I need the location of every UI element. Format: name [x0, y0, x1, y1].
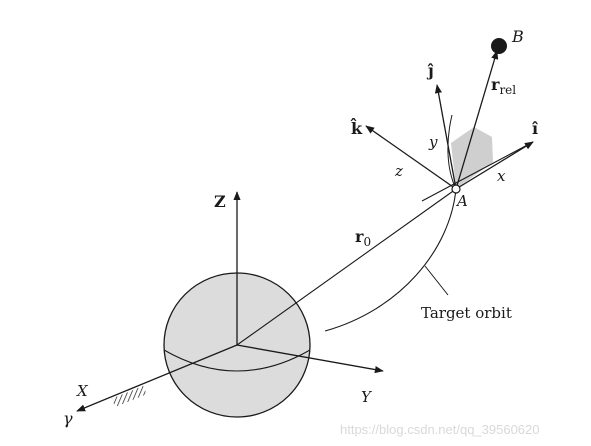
r0-label: r0 [355, 227, 371, 249]
r0-vector [236, 188, 457, 346]
shaded-wedge [451, 127, 493, 189]
local-y-label: y [428, 133, 438, 151]
gamma-label: γ [63, 409, 73, 428]
inertial-y-axis [236, 344, 384, 374]
local-x-axis [421, 141, 534, 202]
point-b [491, 38, 507, 54]
inertial-z-label: Z [214, 192, 226, 211]
point-b-label: B [511, 27, 524, 46]
inertial-y-label: Y [361, 388, 373, 406]
i-hat-label: î [532, 119, 538, 138]
k-hat-vector [365, 125, 457, 190]
target-orbit-arc [324, 188, 457, 332]
r-rel-label: rrel [491, 75, 516, 97]
hatching-mark [111, 385, 147, 408]
local-y-axis [447, 114, 457, 190]
inertial-x-axis [76, 344, 238, 412]
r-rel-vector [455, 50, 499, 190]
target-orbit-leader [424, 265, 449, 296]
earth-equator [163, 349, 311, 372]
local-z-label: z [394, 162, 403, 180]
j-hat-vector [434, 84, 457, 190]
target-orbit-label: Target orbit [421, 304, 512, 322]
point-a-label: A [455, 192, 468, 210]
k-hat-label: k̂ [351, 118, 363, 138]
watermark-text: https://blog.csdn.net/qq_39560620 [340, 422, 540, 437]
point-a [451, 184, 461, 194]
j-hat-label: ĵ [426, 61, 434, 80]
i-hat-vector [455, 141, 534, 190]
inertial-x-label: X [76, 382, 89, 400]
local-x-label: x [497, 167, 506, 185]
